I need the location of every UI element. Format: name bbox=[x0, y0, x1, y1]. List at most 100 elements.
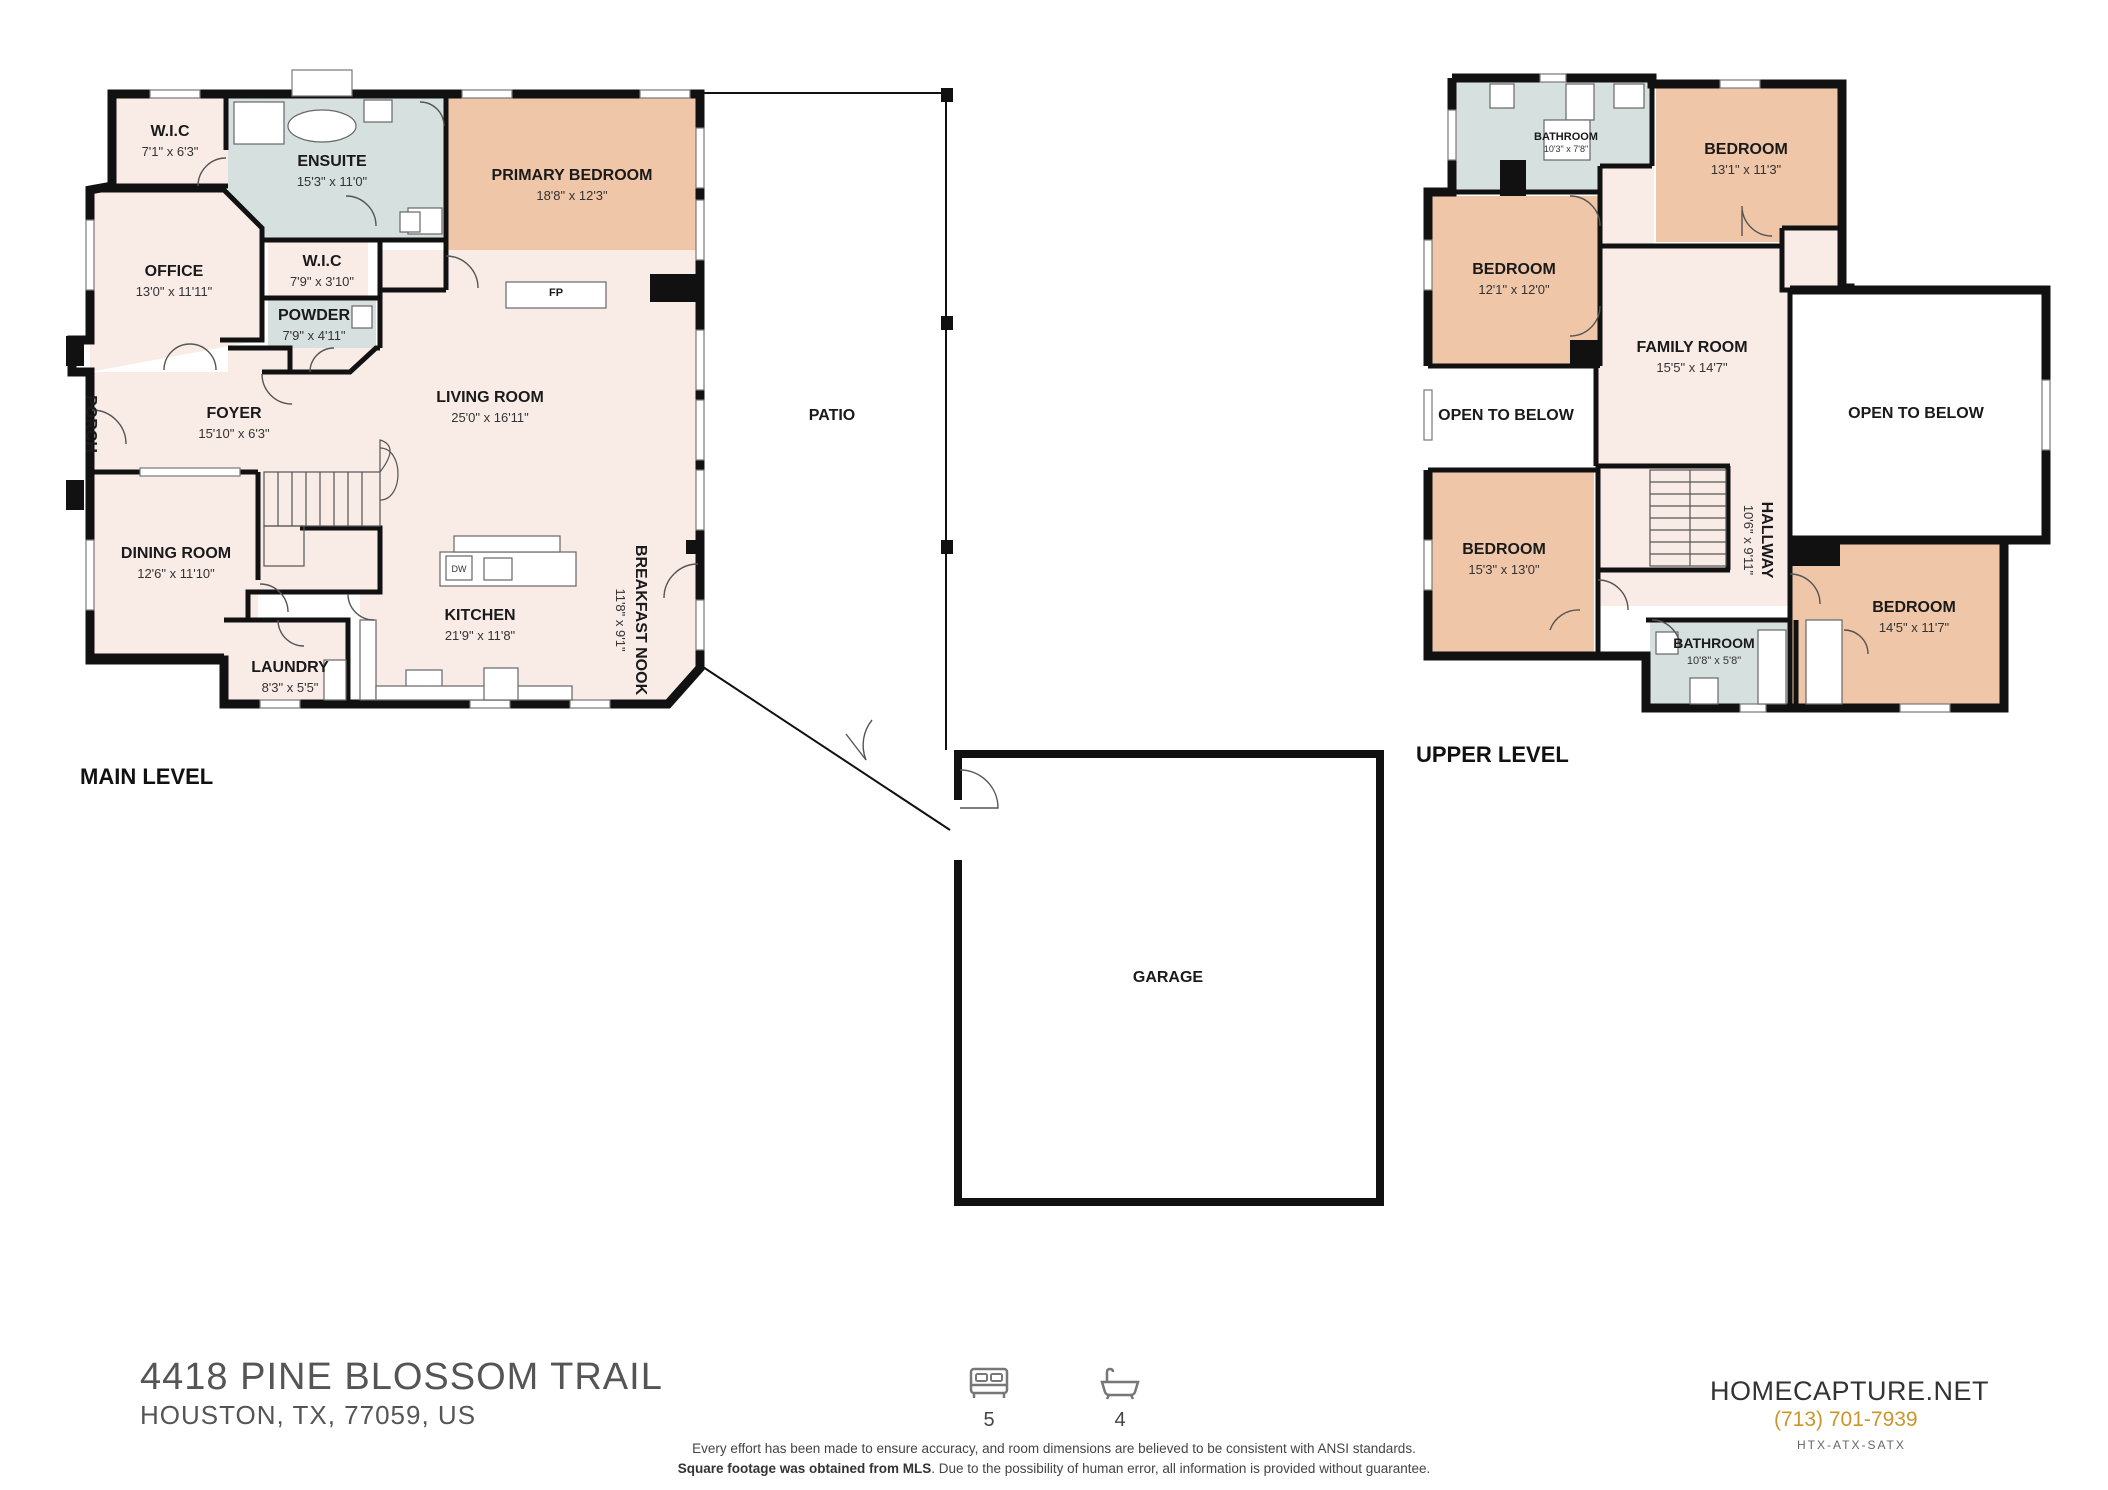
bathtub-icon bbox=[1100, 1367, 1140, 1400]
dining-label: DINING ROOM bbox=[121, 545, 231, 562]
living-window-3 bbox=[695, 469, 705, 531]
office-window bbox=[85, 219, 95, 291]
office-door-1 bbox=[163, 343, 191, 371]
disclaimer-line2: Square footage was obtained from MLS. Du… bbox=[0, 1461, 2108, 1476]
up-bedse-closet bbox=[1805, 619, 1843, 705]
upper-block-2 bbox=[1570, 340, 1600, 368]
foyer-dim: 15'10" x 6'3" bbox=[198, 426, 270, 441]
up-window-5 bbox=[1719, 79, 1761, 89]
up-door-6 bbox=[1549, 609, 1581, 631]
disclaimer-rest: . Due to the possibility of human error,… bbox=[931, 1461, 1431, 1476]
dw-box bbox=[445, 555, 473, 581]
kitchen-label: KITCHEN bbox=[444, 607, 515, 624]
up-bed-nw-label: BEDROOM bbox=[1472, 261, 1556, 278]
upper-stairs bbox=[1649, 469, 1727, 567]
office-door-2 bbox=[189, 343, 217, 371]
up-iw-closet2 bbox=[1779, 225, 1845, 293]
brand-tagline: HTX-ATX-SATX bbox=[1797, 1438, 1906, 1452]
up-open-right-label: OPEN TO BELOW bbox=[1848, 405, 1985, 422]
powder-label: POWDER bbox=[278, 307, 350, 324]
up-window-3 bbox=[1423, 389, 1433, 441]
kitchen-island-top bbox=[453, 535, 561, 553]
nook-door bbox=[663, 563, 699, 599]
up-closet-floor bbox=[1600, 166, 1654, 246]
beds-stat: 5 bbox=[959, 1366, 1019, 1432]
up-bed-nw-floor bbox=[1428, 196, 1598, 366]
office-label: OFFICE bbox=[145, 263, 204, 280]
open-right-wall bbox=[1790, 285, 2051, 545]
up-window-7 bbox=[1899, 703, 1951, 713]
living-floor bbox=[92, 250, 700, 700]
wic2-label: W.I.C bbox=[302, 253, 342, 270]
living-window-2 bbox=[695, 399, 705, 461]
garage-label: GARAGE bbox=[1133, 969, 1204, 986]
up-iw-bath2 bbox=[1646, 617, 1793, 708]
up-hallway-dim: 10'6" x 9'11" bbox=[1741, 505, 1756, 576]
office-dim: 13'0" x 11'11" bbox=[136, 284, 213, 299]
kitchen-window-bottom bbox=[569, 699, 611, 709]
kitchen-window-bottom2 bbox=[469, 699, 511, 709]
up-bath2-label: BATHROOM bbox=[1673, 635, 1754, 651]
up-bed-sw-dim: 15'3" x 13'0" bbox=[1468, 562, 1540, 577]
up-family-dim: 15'5" x 14'7" bbox=[1656, 360, 1728, 375]
up-door-7 bbox=[1789, 573, 1821, 605]
laundry-washer bbox=[323, 659, 347, 701]
wic-window-top bbox=[149, 89, 201, 99]
living-label: LIVING ROOM bbox=[436, 389, 544, 406]
kitchen-counter bbox=[359, 619, 377, 701]
porch-label: PORCH bbox=[82, 395, 99, 453]
baths-stat: 4 bbox=[1090, 1366, 1150, 1432]
ensuite-label: ENSUITE bbox=[297, 153, 367, 170]
beds-count: 5 bbox=[983, 1409, 995, 1431]
up-bath2-sink bbox=[1689, 677, 1719, 705]
vanity-fixture-1 bbox=[363, 99, 393, 123]
up-bed-sw-label: BEDROOM bbox=[1462, 541, 1546, 558]
dining-window bbox=[85, 539, 95, 611]
main-stairs bbox=[263, 439, 399, 567]
laundry-dim: 8'3" x 5'5" bbox=[262, 680, 319, 695]
upper-level: BATHROOM 10'3" x 7'8" BEDROOM 13'1" x 11… bbox=[1416, 73, 2051, 767]
up-door-2 bbox=[1569, 305, 1601, 337]
up-door-5 bbox=[1597, 579, 1629, 611]
powder-dim: 7'9" x 4'11" bbox=[282, 328, 345, 343]
ensuite-window-top bbox=[291, 69, 353, 97]
kitchen-counter-bottom bbox=[375, 685, 573, 701]
ensuite-door bbox=[419, 101, 445, 127]
primary-window-1 bbox=[695, 127, 705, 189]
up-door-9 bbox=[1843, 629, 1869, 655]
primary-window-top bbox=[639, 89, 691, 99]
brand-phone: (713) 701-7939 bbox=[1774, 1408, 1918, 1431]
porch-wall-cap-2 bbox=[66, 480, 84, 510]
primary-dim: 18'8" x 12'3" bbox=[536, 188, 608, 203]
shower-fixture bbox=[233, 101, 285, 145]
up-bed-sw-floor bbox=[1428, 470, 1594, 656]
up-bed-se-label: BEDROOM bbox=[1872, 599, 1956, 616]
patio-diag bbox=[699, 664, 951, 831]
iw-stair-closet bbox=[245, 525, 383, 620]
bathtub-fixture bbox=[287, 109, 357, 143]
iw-office-right bbox=[90, 187, 265, 343]
patio-door bbox=[862, 719, 873, 761]
address-line1: 4418 PINE BLOSSOM TRAIL bbox=[140, 1356, 663, 1398]
disclaimer-bold: Square footage was obtained from MLS bbox=[677, 1461, 932, 1476]
up-bath1-sink-2 bbox=[1613, 83, 1645, 109]
wic1-door bbox=[197, 157, 227, 187]
bed-icon bbox=[969, 1367, 1009, 1398]
upper-level-label: UPPER LEVEL bbox=[1416, 742, 1569, 767]
up-bath2-dim: 10'8" x 5'8" bbox=[1687, 655, 1741, 667]
up-hall-floor bbox=[1598, 466, 1790, 606]
up-bed-nw-dim: 12'1" x 12'0" bbox=[1478, 282, 1550, 297]
primary-door bbox=[445, 255, 479, 289]
nook-window-1 bbox=[695, 599, 705, 651]
baths-count: 4 bbox=[1114, 1409, 1126, 1431]
wic1-floor bbox=[116, 98, 228, 186]
kitchen-sink bbox=[483, 557, 513, 581]
up-closet2-floor bbox=[1782, 228, 1842, 288]
up-window-4 bbox=[1423, 539, 1433, 591]
up-bed-ne-dim: 13'1" x 11'3" bbox=[1711, 162, 1782, 177]
laundry-door bbox=[277, 619, 305, 647]
dining-door bbox=[259, 583, 289, 613]
laundry-window-bottom bbox=[259, 699, 301, 709]
powder-door bbox=[309, 347, 335, 373]
